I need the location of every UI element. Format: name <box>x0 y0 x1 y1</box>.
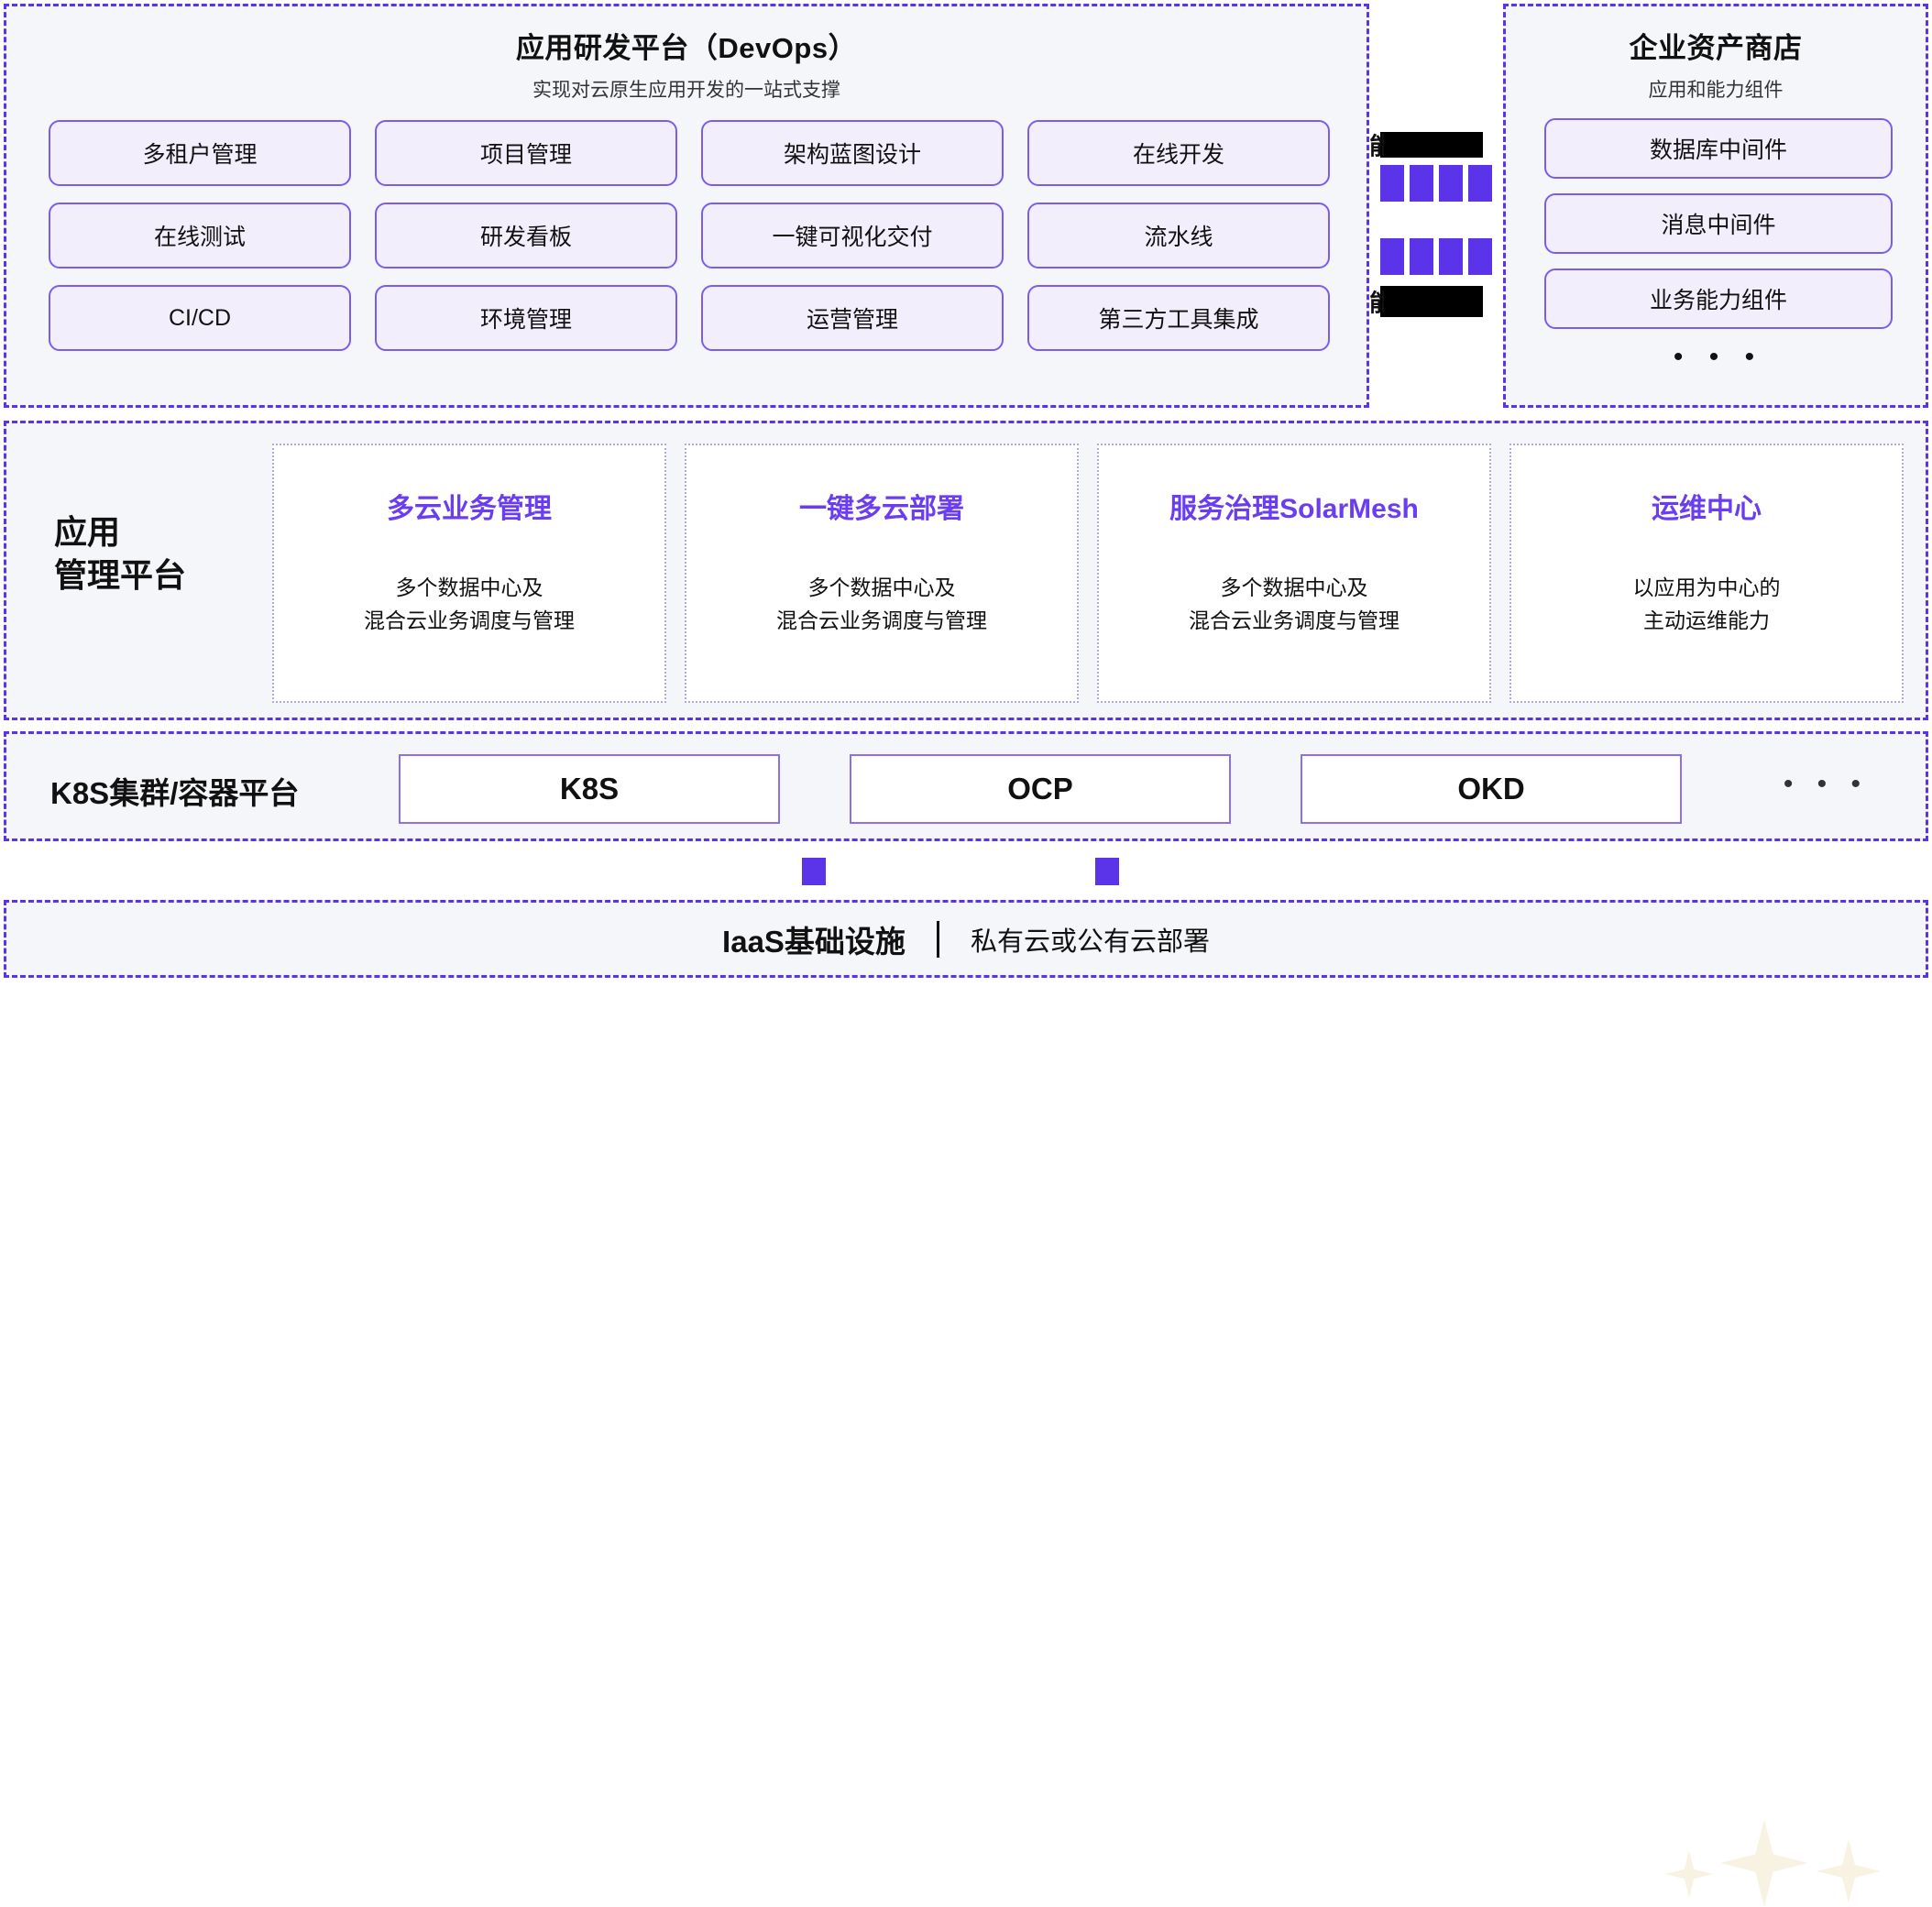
app-management-card-title: 多云业务管理 <box>387 494 552 524</box>
devops-tile[interactable]: 架构蓝图设计 <box>701 120 1004 186</box>
app-management-card-desc-line1: 多个数据中心及 <box>1220 575 1368 599</box>
app-management-card[interactable]: 服务治理SolarMesh 多个数据中心及 混合云业务调度与管理 <box>1097 444 1491 703</box>
k8s-tile-k8s[interactable]: K8S <box>399 754 780 824</box>
connector-square <box>1439 165 1463 202</box>
redacted-label-bottom: 能 <box>1369 286 1483 317</box>
app-management-label-line2: 管理平台 <box>54 555 187 594</box>
sparkle-decoration-small <box>1817 1839 1881 1903</box>
connector-square <box>1439 238 1463 275</box>
sparkle-decoration-large <box>1720 1819 1808 1907</box>
asset-store-subtitle: 应用和能力组件 <box>1648 80 1784 101</box>
devops-tile[interactable]: 流水线 <box>1027 203 1330 269</box>
asset-store-tile[interactable]: 业务能力组件 <box>1544 269 1893 329</box>
app-management-card-row: 多云业务管理 多个数据中心及 混合云业务调度与管理 一键多云部署 多个数据中心及… <box>272 444 1904 703</box>
app-management-label: 应用 管理平台 <box>54 511 265 597</box>
iaas-infrastructure-panel: IaaS基础设施 私有云或公有云部署 <box>4 900 1928 1907</box>
devops-tile-grid: 多租户管理 项目管理 架构蓝图设计 在线开发 在线测试 研发看板 一键可视化交付… <box>49 120 1330 351</box>
app-management-card-desc: 以应用为中心的 主动运维能力 <box>1511 572 1902 637</box>
devops-tile[interactable]: 在线开发 <box>1027 120 1330 186</box>
connector-square-row-top <box>1380 165 1492 202</box>
connector-square <box>1410 238 1433 275</box>
iaas-title: IaaS基础设施 <box>722 924 906 959</box>
iaas-divider <box>936 920 939 958</box>
asset-store-title: 企业资产商店 <box>1629 32 1803 64</box>
app-management-card[interactable]: 一键多云部署 多个数据中心及 混合云业务调度与管理 <box>685 444 1079 703</box>
app-management-card-title: 运维中心 <box>1652 494 1762 524</box>
connector-square <box>1410 165 1433 202</box>
enterprise-asset-store-panel: 企业资产商店 应用和能力组件 数据库中间件 消息中间件 业务能力组件 • • • <box>1503 4 1928 408</box>
redacted-label-top: 能 <box>1369 132 1483 160</box>
link-square-left <box>802 858 826 885</box>
devops-tile[interactable]: 在线测试 <box>49 203 351 269</box>
sparkle-decoration-tiny <box>1665 1850 1713 1898</box>
architecture-diagram: 应用研发平台（DevOps） 实现对云原生应用开发的一站式支撑 多租户管理 项目… <box>4 4 1928 1907</box>
app-management-card-desc-line1: 多个数据中心及 <box>395 575 543 599</box>
devops-tile[interactable]: 研发看板 <box>375 203 677 269</box>
devops-tile[interactable]: 项目管理 <box>375 120 677 186</box>
app-management-card-desc-line1: 以应用为中心的 <box>1632 575 1781 599</box>
k8s-tile-row: K8S OCP OKD <box>399 754 1682 824</box>
app-management-card-desc-line2: 混合云业务调度与管理 <box>1189 608 1400 632</box>
k8s-more-ellipsis: • • • <box>1783 769 1869 799</box>
app-management-card-desc: 多个数据中心及 混合云业务调度与管理 <box>274 572 664 637</box>
devops-tile[interactable]: CI/CD <box>49 285 351 351</box>
app-management-card-desc-line2: 混合云业务调度与管理 <box>776 608 987 632</box>
connector-square-row-bottom <box>1380 238 1492 275</box>
devops-tile[interactable]: 第三方工具集成 <box>1027 285 1330 351</box>
devops-tile[interactable]: 多租户管理 <box>49 120 351 186</box>
app-management-card-desc: 多个数据中心及 混合云业务调度与管理 <box>686 572 1077 637</box>
devops-tile[interactable]: 运营管理 <box>701 285 1004 351</box>
asset-store-tile-list: 数据库中间件 消息中间件 业务能力组件 • • • <box>1544 118 1893 371</box>
app-management-card-desc-line2: 混合云业务调度与管理 <box>364 608 575 632</box>
devops-tile[interactable]: 一键可视化交付 <box>701 203 1004 269</box>
devops-tile[interactable]: 环境管理 <box>375 285 677 351</box>
asset-store-tile[interactable]: 数据库中间件 <box>1544 118 1893 179</box>
asset-store-more-ellipsis: • • • <box>1673 342 1764 372</box>
app-management-card-desc: 多个数据中心及 混合云业务调度与管理 <box>1099 572 1489 637</box>
asset-store-tile[interactable]: 消息中间件 <box>1544 193 1893 254</box>
app-management-card-title: 服务治理SolarMesh <box>1169 494 1419 524</box>
k8s-panel-label: K8S集群/容器平台 <box>50 776 300 810</box>
app-management-card-title: 一键多云部署 <box>799 494 964 524</box>
k8s-tile-ocp[interactable]: OCP <box>850 754 1231 824</box>
k8s-tile-okd[interactable]: OKD <box>1301 754 1682 824</box>
devops-panel-subtitle: 实现对云原生应用开发的一站式支撑 <box>532 80 840 101</box>
app-management-card[interactable]: 运维中心 以应用为中心的 主动运维能力 <box>1509 444 1904 703</box>
devops-panel-title: 应用研发平台（DevOps） <box>515 32 858 64</box>
app-management-platform-panel: 应用 管理平台 多云业务管理 多个数据中心及 混合云业务调度与管理 一键多云部署… <box>4 421 1928 720</box>
iaas-row: IaaS基础设施 私有云或公有云部署 <box>722 917 1210 961</box>
connector-square <box>1468 238 1492 275</box>
app-management-card[interactable]: 多云业务管理 多个数据中心及 混合云业务调度与管理 <box>272 444 666 703</box>
link-square-right <box>1095 858 1119 885</box>
devops-platform-panel: 应用研发平台（DevOps） 实现对云原生应用开发的一站式支撑 多租户管理 项目… <box>4 4 1369 408</box>
connector-square <box>1380 238 1404 275</box>
app-management-label-line1: 应用 <box>54 513 121 551</box>
connector-square <box>1380 165 1404 202</box>
k8s-cluster-panel: K8S集群/容器平台 K8S OCP OKD • • • <box>4 731 1928 841</box>
redacted-label-top-text: 能 <box>1369 132 1384 160</box>
connector-column: 能 能 <box>1369 4 1494 408</box>
app-management-card-desc-line2: 主动运维能力 <box>1643 608 1770 632</box>
connector-square <box>1468 165 1492 202</box>
iaas-subtitle: 私有云或公有云部署 <box>970 926 1210 957</box>
redacted-label-bottom-text: 能 <box>1369 289 1384 317</box>
app-management-card-desc-line1: 多个数据中心及 <box>807 575 956 599</box>
